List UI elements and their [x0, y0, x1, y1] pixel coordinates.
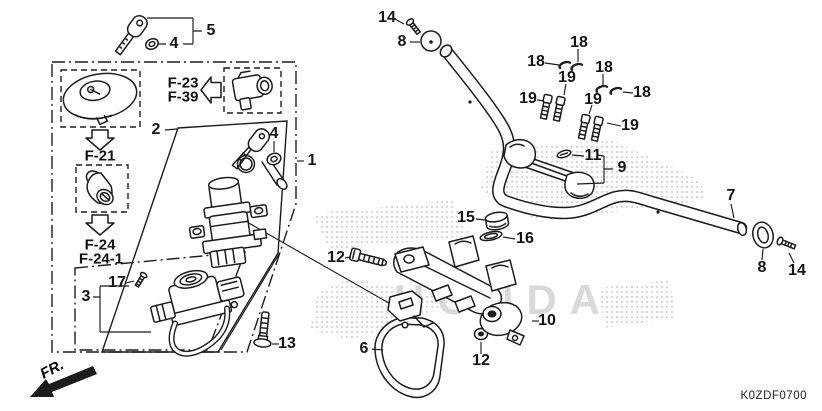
callout-18-d: 18 [633, 84, 651, 101]
callout-14-b: 14 [788, 262, 806, 279]
callout-1: 1 [307, 152, 317, 169]
bottom-bridge-drawing [393, 235, 525, 346]
screw-17-drawing [134, 271, 148, 288]
cap-15-drawing [484, 211, 510, 231]
ref-label-f39: F-39 [167, 88, 199, 106]
callout-16: 16 [516, 230, 534, 247]
ref-label-f24: F-24 [84, 236, 116, 254]
outer-group-box [51, 61, 297, 353]
callout-19-c: 19 [584, 91, 602, 108]
callout-12-a: 12 [327, 249, 345, 266]
front-direction-arrow-icon [30, 366, 97, 397]
ignition-switch-drawing [188, 128, 288, 269]
callout-19-d: 19 [621, 117, 639, 134]
bolt-19-drawings [539, 93, 604, 142]
callout-10: 10 [538, 312, 556, 329]
callout-17: 17 [108, 274, 126, 291]
key-drawing [114, 14, 148, 56]
ref-label-f23: F-23 [167, 74, 199, 92]
section-arrow-down-icon-2 [85, 214, 115, 236]
callout-2: 2 [151, 121, 161, 138]
screw-14-drawing-b [776, 236, 797, 250]
ref-label-f24-1: F-24-1 [78, 250, 124, 268]
washer-16-drawing [479, 230, 503, 242]
lock-module-drawing [150, 269, 245, 357]
callout-18-b: 18 [570, 34, 588, 51]
callout-8-a: 8 [397, 33, 407, 50]
callout-18-c: 18 [595, 59, 613, 76]
washer-11-drawing [556, 149, 572, 159]
callout-15: 15 [457, 209, 475, 226]
end-grommet-drawing [752, 221, 774, 249]
callout-6: 6 [359, 340, 369, 357]
upper-holder-drawing [503, 138, 595, 200]
washer-4-drawing-a [144, 37, 160, 51]
f21-ref-box [75, 164, 129, 213]
callout-8-b: 8 [757, 259, 767, 276]
washer-18-drawings [558, 60, 623, 95]
callout-12-b: 12 [472, 352, 490, 369]
keyhole-cover-drawing [62, 72, 138, 126]
section-arrow-left-icon [200, 76, 222, 104]
section-arrow-down-icon-1 [85, 129, 115, 151]
callout-14-a: 14 [378, 9, 396, 26]
bolt-12-drawing [348, 247, 388, 267]
callout-19-b: 19 [558, 69, 576, 86]
handlebar-drawing [439, 44, 748, 237]
callout-19-a: 19 [519, 90, 537, 107]
diagram-code: K0ZDF0700 [740, 390, 807, 402]
contact-base-drawing [231, 70, 273, 111]
bolt-13-drawing [253, 311, 272, 348]
cover-6-drawing [374, 290, 445, 398]
callout-13: 13 [278, 335, 296, 352]
ignition-switch-box [101, 120, 288, 353]
callout-7: 7 [726, 187, 736, 204]
ref-label-f21: F-21 [84, 147, 116, 165]
nut-12-drawing [473, 327, 489, 341]
callout-5: 5 [206, 22, 216, 39]
f23-ref-box [223, 67, 282, 114]
callout-3: 3 [81, 288, 91, 305]
callout-11: 11 [584, 147, 602, 164]
callout-4-b: 4 [269, 125, 279, 142]
callout-18-a: 18 [527, 53, 545, 70]
lock-cylinder-drawing [85, 170, 114, 206]
keyhole-cover-box [60, 69, 141, 128]
washer-4-drawing-b [266, 152, 282, 166]
callout-9: 9 [617, 159, 627, 176]
end-cap-left-drawing [420, 30, 442, 52]
leader-lines [93, 17, 795, 354]
screw-14-drawing-a [405, 18, 421, 36]
callout-4-a: 4 [169, 35, 179, 52]
